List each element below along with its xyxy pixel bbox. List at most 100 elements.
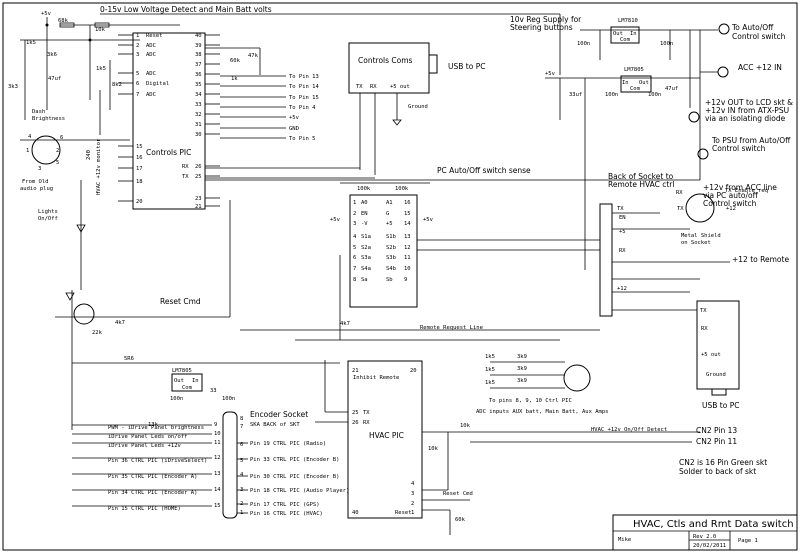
encoder-left-label-4: Pin 35 CTRL PIC (Encoder A) bbox=[108, 474, 197, 480]
r4k7-switch: 4k7 bbox=[340, 321, 350, 327]
controls-pic-body bbox=[132, 32, 206, 210]
controls-pic-pin-17: 17 bbox=[136, 166, 143, 172]
encoder-left-label-1: iDrive Panel Leds on/off bbox=[108, 434, 187, 440]
encoder-pin-r-4: 4 bbox=[240, 472, 244, 478]
svg-text:40: 40 bbox=[352, 510, 359, 516]
title-page: Page 1 bbox=[738, 538, 758, 544]
cn2-note-1: CN2 is 16 Pin Green skt bbox=[679, 458, 767, 467]
svg-text:6: 6 bbox=[60, 135, 63, 141]
switch-pin-13: 13 bbox=[404, 234, 411, 240]
switch-pin-label-2: EN bbox=[361, 211, 368, 217]
switch-5v-b: +5v bbox=[423, 217, 434, 223]
usb-lower-label: USB to PC bbox=[702, 401, 739, 410]
to-remote-label: +12 to Remote bbox=[732, 255, 789, 264]
switch-pin-label-9: Sb bbox=[386, 277, 393, 283]
switch-pin-label-16: A1 bbox=[386, 200, 393, 206]
auto-off-label-1: To Auto/Off bbox=[731, 23, 774, 32]
r8k2-label: 8k2 bbox=[112, 82, 122, 88]
auto-off-sense-label: PC Auto/Off switch sense bbox=[437, 166, 531, 175]
r1k5-label: 1k5 bbox=[26, 40, 36, 46]
svg-text:Reset: Reset bbox=[395, 510, 412, 516]
r10k-label: 10k bbox=[95, 27, 106, 33]
encoder-pin-9: 9 bbox=[214, 422, 217, 428]
r100k-b: 100k bbox=[395, 186, 409, 192]
switch-pin-10: 10 bbox=[404, 266, 411, 272]
reset-cmd-hvac: Reset Cmd bbox=[443, 491, 473, 497]
controls-pic-output-0: To Pin 13 bbox=[289, 74, 319, 80]
title-date: 20/02/2011 bbox=[693, 543, 726, 549]
r240-label: 240 bbox=[86, 150, 92, 160]
encoder-pin-12: 12 bbox=[214, 455, 221, 461]
controls-pic-output-6: To Pin 5 bbox=[289, 136, 316, 142]
switch-pin-7: 7 bbox=[353, 266, 356, 272]
top-left-section: +5v 0-15v Low Voltage Detect and Main Ba… bbox=[8, 5, 560, 336]
encoder-left-label-2: iDrive Panel Leds +12v bbox=[108, 443, 182, 449]
hvac-detect-label: HVAC +12v On/Off Detect bbox=[591, 427, 667, 433]
lm7810-chip bbox=[610, 26, 640, 44]
strip-label-1: EN bbox=[619, 215, 626, 221]
svg-text:Out: Out bbox=[639, 80, 649, 86]
lower-regulator: 5R6 LM7805 Out In Com 100n 33 100n bbox=[71, 290, 340, 430]
controls-pic-pin-18: 18 bbox=[136, 179, 143, 185]
lights-label-1: Lights bbox=[38, 209, 58, 215]
encoder-socket: Encoder Socket SKA BACK of SKT 13k 91011… bbox=[72, 410, 349, 519]
svg-text:5: 5 bbox=[56, 160, 59, 166]
r3k6-label: 3k6 bbox=[47, 52, 57, 58]
controls-pic-pin-6: 6 bbox=[136, 81, 139, 87]
switch-pin-label-10: S4b bbox=[386, 266, 396, 272]
r3k3-label: 3k3 bbox=[8, 84, 18, 90]
encoder-pin-14: 14 bbox=[214, 487, 221, 493]
svg-text:In: In bbox=[630, 31, 637, 37]
svg-text:4: 4 bbox=[28, 134, 32, 140]
switch-pin-16: 16 bbox=[404, 200, 411, 206]
r100k-a: 100k bbox=[357, 186, 371, 192]
switch-pin-3: 3 bbox=[353, 221, 356, 227]
audio-label-2: audio plug bbox=[20, 186, 53, 192]
svg-text:60k: 60k bbox=[455, 517, 466, 523]
r1k-label: 1k bbox=[231, 76, 238, 82]
encoder-pin-r-8: 8 bbox=[240, 416, 243, 422]
diode-transistor bbox=[65, 292, 75, 301]
encoder-pin-11: 11 bbox=[214, 440, 221, 446]
svg-text:RX: RX bbox=[363, 420, 370, 426]
transistor bbox=[73, 303, 95, 325]
switch-pin-9: 9 bbox=[404, 277, 407, 283]
adc-connector bbox=[563, 364, 591, 392]
encoder-right-label-4: Pin 17 CTRL PIC (GPS) bbox=[250, 502, 320, 508]
usb-lower-5v: +5 out bbox=[701, 352, 721, 358]
inhibit-remote-label: Inhibit Remote bbox=[353, 375, 399, 381]
encoder-pin-13: 13 bbox=[214, 471, 221, 477]
controls-pic-pin-30: 30 bbox=[195, 132, 202, 138]
controls-pic-output-2: To Pin 15 bbox=[289, 95, 319, 101]
svg-text:33: 33 bbox=[210, 388, 217, 394]
usb-lower: TX RX +5 out Ground USB to PC bbox=[612, 300, 740, 410]
adc-inputs-label: ADC inputs AUX batt, Main Batt, Aux Amps bbox=[476, 409, 608, 415]
dash-label-2: Brightness bbox=[32, 116, 65, 122]
svg-text:10k: 10k bbox=[460, 423, 471, 429]
switch-pin-label-13: S1b bbox=[386, 234, 396, 240]
auto-off-connector bbox=[718, 23, 730, 35]
strip-label-4: +12 bbox=[617, 286, 627, 292]
controls-pic-pin-23: 23 bbox=[195, 196, 202, 202]
controls-pic-pin-label-1: Reset bbox=[146, 33, 163, 39]
switch-pin-label-15: G bbox=[386, 211, 389, 217]
svg-text:3k9: 3k9 bbox=[517, 354, 527, 360]
svg-text:3k9: 3k9 bbox=[517, 366, 527, 372]
svg-text:In: In bbox=[192, 378, 199, 384]
title-text: HVAC, Ctls and Rmt Data switch bbox=[633, 519, 794, 530]
din-socket bbox=[685, 193, 715, 223]
psu-connector bbox=[697, 148, 709, 160]
usb-lower-rx: RX bbox=[701, 326, 708, 332]
cn2-pin11: CN2 Pin 11 bbox=[696, 437, 737, 446]
switch-pin-label-6: S3a bbox=[361, 255, 371, 261]
socket-title-1: Back of Socket to bbox=[608, 172, 674, 181]
acc-line-label-1: +12v from ACC line bbox=[703, 183, 777, 192]
controls-pic-pin-35: 35 bbox=[195, 82, 202, 88]
switch-pin-14: 14 bbox=[404, 221, 411, 227]
metal-shield-2: on Socket bbox=[681, 240, 711, 246]
